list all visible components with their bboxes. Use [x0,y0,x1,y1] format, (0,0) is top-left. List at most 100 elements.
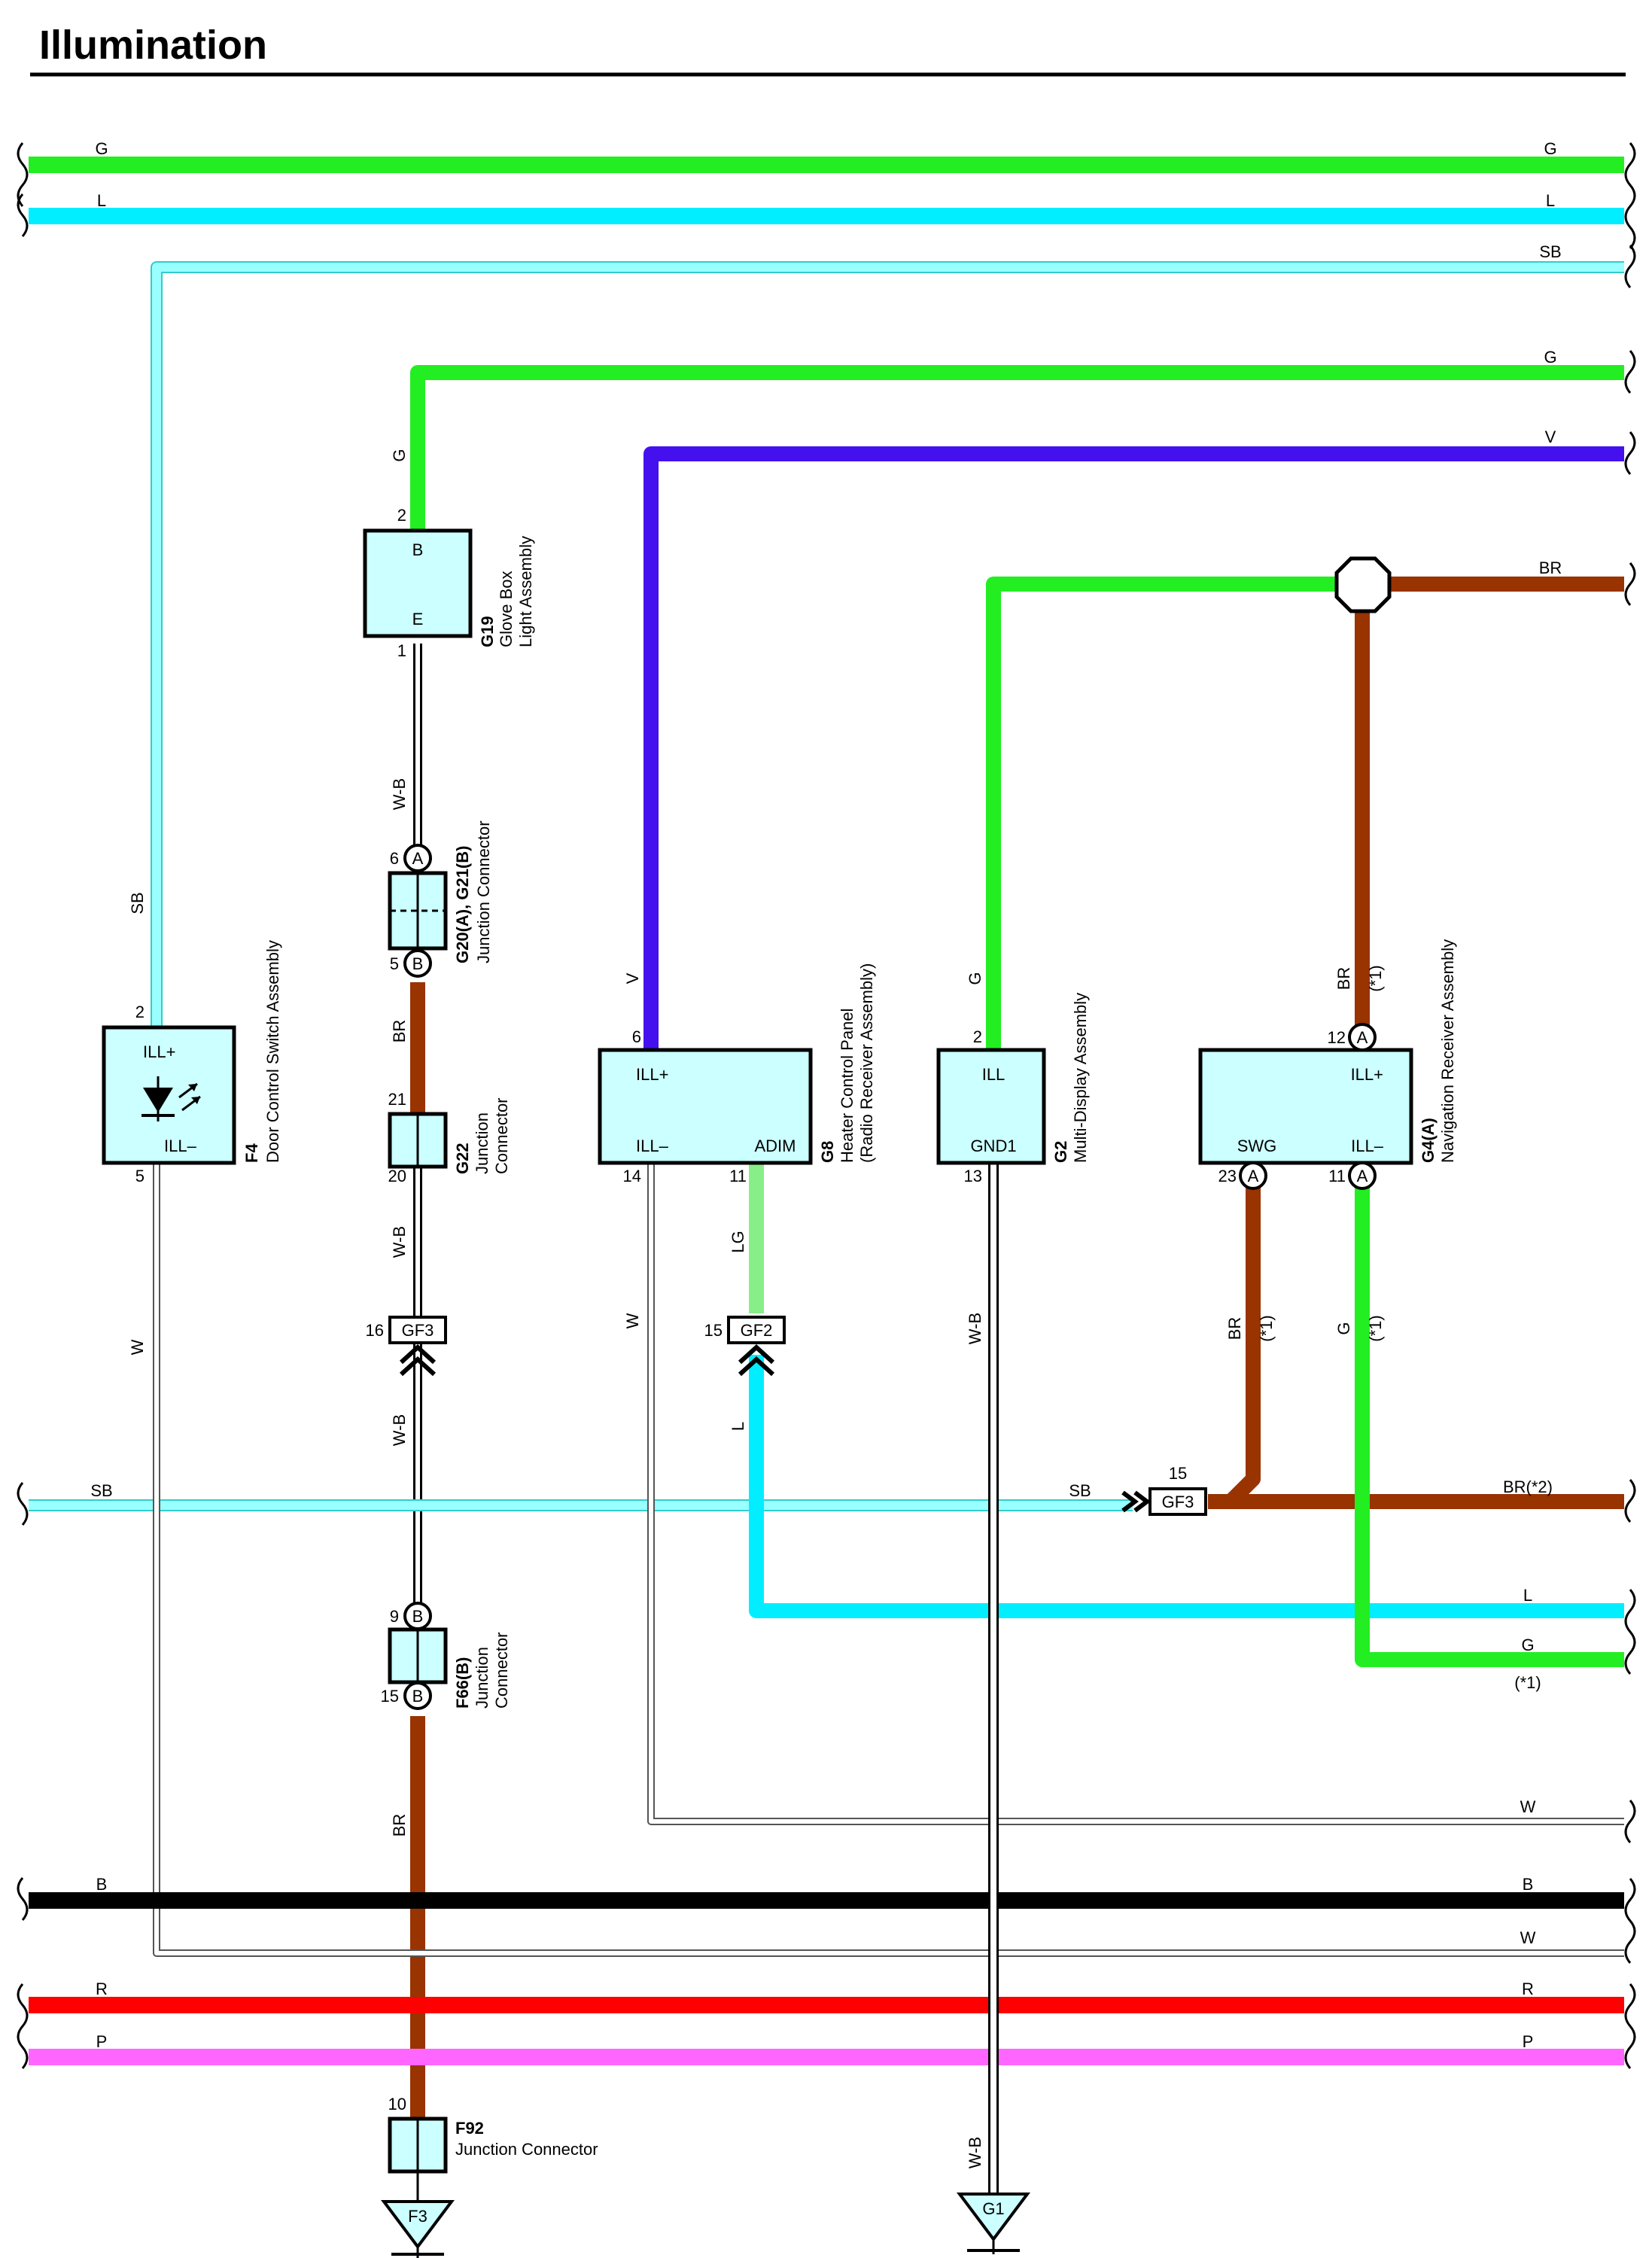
pin-f92-10: 10 [388,2095,406,2113]
label-l-top-r: L [1546,191,1555,210]
inline-gf2: GF2 [727,1316,786,1377]
label-g-top-r: G [1544,139,1556,158]
component-names: F4 Door Control Switch Assembly G19 Glov… [242,536,1457,2159]
wire-g-g4-ill-minus [1355,1174,1624,1667]
break-right-br [1624,562,1636,606]
svg-text:GF3: GF3 [1162,1493,1194,1511]
break-right-br2 [1624,1479,1636,1523]
g4-body [1198,1048,1413,1165]
break-right-rp [1624,1983,1636,2069]
g2-gnd1: GND1 [970,1137,1016,1155]
pin-g2-13: 13 [964,1167,982,1185]
break-marks [17,142,1636,2069]
marker-g20-a: A [403,844,432,872]
wire-g-g19 [410,365,1624,531]
label-r-l: R [96,1980,108,1998]
svg-text:B: B [412,1687,424,1706]
break-left-sb [17,1482,29,1526]
g4-name: Navigation Receiver Assembly [1438,939,1457,1163]
label-g-g4-bottom-note: (*1) [1366,1315,1385,1341]
g2-body [936,1048,1046,1165]
svg-text:GF2: GF2 [741,1321,773,1340]
break-left-g [17,142,29,207]
g22-name-2: Connector [492,1097,511,1174]
f92-name: Junction Connector [455,2140,598,2159]
f4-ill-minus: ILL– [164,1137,197,1155]
f66-code: F66(B) [453,1657,472,1709]
g8-code: G8 [818,1141,837,1163]
label-br-g4-top: BR [1334,967,1353,991]
label-p-r: P [1523,2032,1534,2051]
label-wb-gf3: W-B [390,1414,409,1446]
svg-text:A: A [1357,1167,1368,1185]
f4-ill-plus: ILL+ [143,1042,175,1061]
g8-ill-plus: ILL+ [636,1065,668,1084]
label-sb-vert: SB [128,892,147,914]
g20-name: Junction Connector [474,820,493,963]
g19-pin-e: E [412,610,424,628]
g8-name-2: (Radio Receiver Assembly) [857,963,876,1163]
ground-g1: G1 [957,2193,1030,2254]
label-g-g2: G [966,972,984,984]
label-g-g4-bottom: G [1334,1322,1353,1334]
break-right-g [1624,350,1636,394]
f4-body [102,1025,236,1165]
pin-g22-20: 20 [388,1167,406,1185]
label-v-r: V [1545,428,1556,446]
g4-ill-plus: ILL+ [1351,1065,1383,1084]
inline-gf3: GF3 [388,1316,447,1377]
f92-code: F92 [455,2119,484,2138]
svg-text:F3: F3 [408,2207,427,2226]
label-r-r: R [1522,1980,1534,1998]
pin-g4-23: 23 [1218,1167,1237,1185]
wires [29,157,1624,2202]
break-left-l [17,193,29,237]
g19-pin-b: B [412,540,424,559]
wire-w-f4 [154,1163,1624,1955]
label-lg-g8: LG [729,1231,747,1252]
label-br-g4-bottom-note: (*1) [1257,1315,1276,1341]
svg-text:G1: G1 [982,2199,1004,2218]
g2-code: G2 [1051,1141,1070,1163]
wire-l-gf2 [749,1355,1624,1618]
page-title: Illumination [39,23,267,68]
marker-f66-b15: B [403,1681,432,1710]
break-right-top [1624,142,1636,249]
label-br-g22: BR [390,1020,409,1043]
label-g-bottom-note: (*1) [1514,1673,1541,1692]
pin-f4-2: 2 [135,1003,145,1021]
g20-code: G20(A), G21(B) [453,846,472,963]
label-sb-mid-r: SB [1069,1481,1091,1500]
g8-adim: ADIM [755,1137,796,1155]
pin-gf3b-15: 15 [1169,1464,1187,1483]
label-br-g4-top-note: (*1) [1366,965,1385,991]
g22-name-1: Junction [473,1112,491,1174]
label-l-gf2: L [729,1422,747,1431]
pin-g4-11: 11 [1328,1167,1346,1185]
f4-code: F4 [242,1143,261,1163]
g8-body [598,1048,813,1165]
pin-g4-12: 12 [1328,1028,1346,1047]
pin-g8-11: 11 [729,1167,747,1185]
svg-text:A: A [1357,1028,1368,1047]
label-wb-g1: W-B [966,2137,984,2168]
label-p-l: P [96,2032,108,2051]
wire-w-g8 [649,1163,1624,1824]
label-v-vert: V [623,972,642,984]
label-b-r: B [1523,1875,1534,1894]
label-sb-mid-l: SB [90,1481,112,1500]
label-br2-r: BR(*2) [1503,1477,1553,1496]
pin-gf2-15: 15 [704,1321,723,1340]
pin-g19-2: 2 [397,506,406,525]
svg-text:B: B [412,954,424,973]
label-g-top-l: G [95,139,108,158]
g19-name-2: Light Assembly [516,536,535,647]
pin-g8-14: 14 [623,1167,641,1185]
inline-gf3-right: GF3 [1121,1487,1207,1516]
g4-swg: SWG [1237,1137,1277,1155]
ground-f3: F3 [381,2200,455,2258]
label-br-f66: BR [390,1814,409,1837]
marker-g20-b: B [403,949,432,978]
label-w-r2: W [1520,1928,1536,1947]
